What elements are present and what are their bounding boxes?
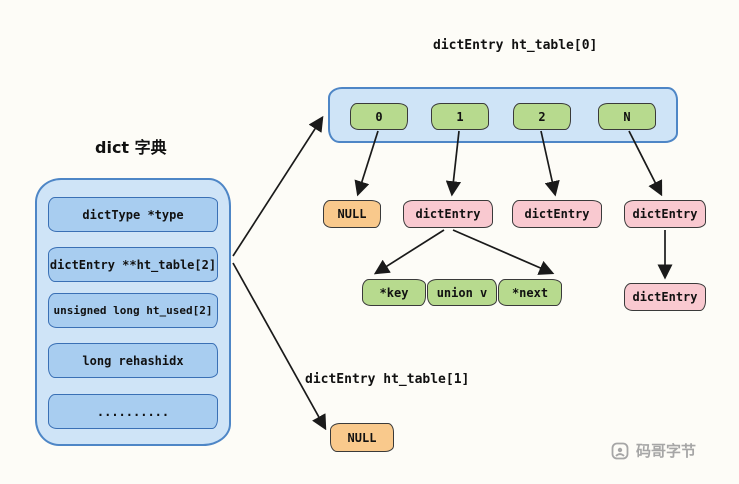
watermark-logo-icon bbox=[611, 442, 629, 459]
dict-field-ht-used: unsigned long ht_used[2] bbox=[48, 293, 218, 328]
dict-field-ellipsis-label: .......... bbox=[96, 404, 170, 419]
arrow-entry1-to-key bbox=[373, 229, 445, 275]
dictentry-node-slot2-label: dictEntry bbox=[524, 207, 590, 221]
null-node-slot0: NULL bbox=[323, 200, 381, 228]
dict-title: dict 字典 bbox=[95, 138, 167, 157]
entry-field-union-v: union v bbox=[427, 279, 497, 306]
bucket-slot-1: 1 bbox=[431, 103, 489, 130]
dictentry-node-slotn-next-label: dictEntry bbox=[632, 290, 698, 304]
dict-field-ellipsis: .......... bbox=[48, 394, 218, 429]
dictentry-node-slotn-label: dictEntry bbox=[632, 207, 698, 221]
bucket-slot-n: N bbox=[598, 103, 656, 130]
arrow-entry1-to-next bbox=[452, 229, 555, 275]
dict-field-ht-table: dictEntry **ht_table[2] bbox=[48, 247, 218, 282]
null-node-ht-table1: NULL bbox=[330, 423, 394, 452]
bucket-slot-2-label: 2 bbox=[538, 109, 546, 124]
ht-table0-label: dictEntry ht_table[0] bbox=[433, 38, 598, 53]
bucket-slot-0-label: 0 bbox=[375, 109, 383, 124]
entry-field-key: *key bbox=[362, 279, 426, 306]
dict-field-type: dictType *type bbox=[48, 197, 218, 232]
entry-field-next-label: *next bbox=[511, 285, 549, 300]
dictentry-node-slot1-label: dictEntry bbox=[415, 207, 481, 221]
dict-field-ht-table-label: dictEntry **ht_table[2] bbox=[49, 257, 217, 272]
arrow-dict-to-ht0 bbox=[232, 115, 324, 257]
arrow-dict-to-ht1-null bbox=[232, 262, 327, 431]
dict-field-type-label: dictType *type bbox=[82, 207, 184, 222]
dict-field-ht-used-label: unsigned long ht_used[2] bbox=[53, 304, 213, 317]
bucket-slot-1-label: 1 bbox=[456, 109, 464, 124]
dict-field-rehashidx-label: long rehashidx bbox=[82, 353, 184, 368]
dictentry-node-slotn-next: dictEntry bbox=[624, 283, 706, 311]
dictentry-node-slot2: dictEntry bbox=[512, 200, 602, 228]
entry-field-union-v-label: union v bbox=[436, 285, 488, 300]
watermark-text: 码哥字节 bbox=[636, 442, 697, 460]
null-node-ht-table1-label: NULL bbox=[347, 430, 377, 445]
dict-field-rehashidx: long rehashidx bbox=[48, 343, 218, 378]
entry-field-next: *next bbox=[498, 279, 562, 306]
bucket-slot-n-label: N bbox=[623, 109, 631, 124]
dictentry-node-slotn: dictEntry bbox=[624, 200, 706, 228]
bucket-slot-0: 0 bbox=[350, 103, 408, 130]
entry-field-key-label: *key bbox=[379, 285, 409, 300]
ht-table1-label: dictEntry ht_table[1] bbox=[305, 372, 470, 387]
null-node-slot0-label: NULL bbox=[337, 207, 367, 221]
bucket-slot-2: 2 bbox=[513, 103, 571, 130]
dictentry-node-slot1: dictEntry bbox=[403, 200, 493, 228]
watermark: 码哥字节 bbox=[610, 440, 696, 461]
